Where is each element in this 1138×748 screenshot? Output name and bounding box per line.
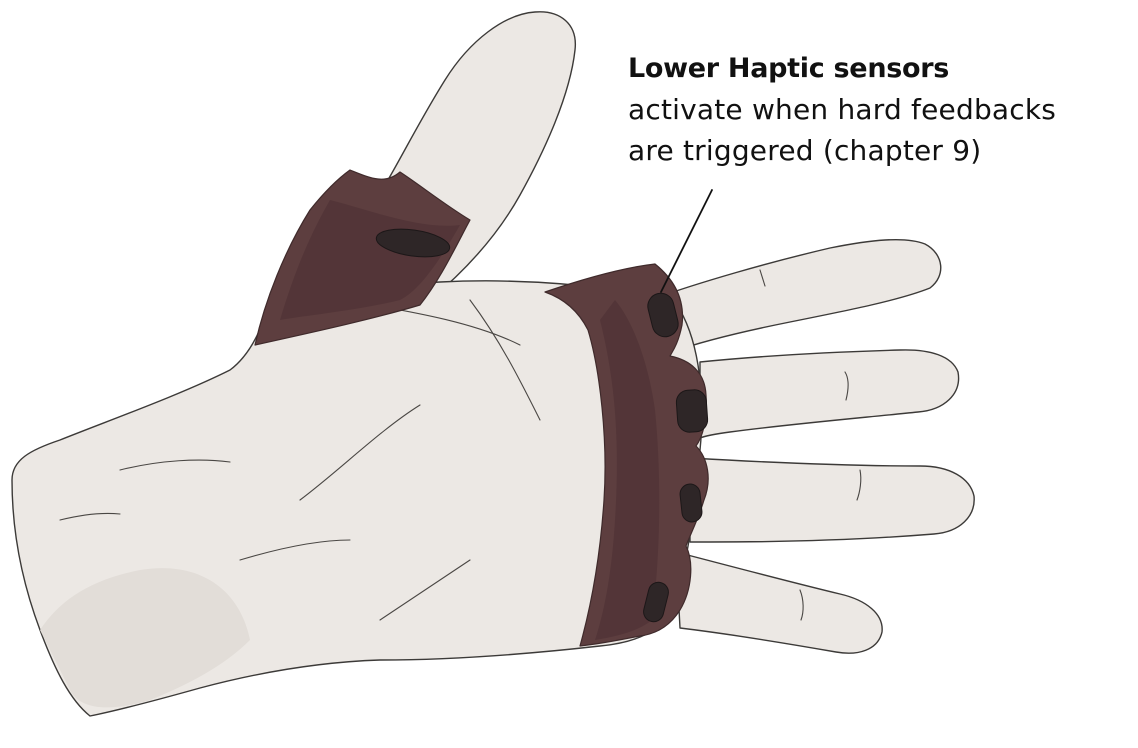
annotation-line-2: are triggered (chapter 9) bbox=[628, 130, 1133, 171]
lower-sensor-2 bbox=[676, 389, 709, 433]
ring-finger bbox=[690, 458, 974, 542]
sensor-annotation: Lower Haptic sensors activate when hard … bbox=[628, 48, 1133, 171]
annotation-leader-line bbox=[661, 190, 712, 292]
annotation-title: Lower Haptic sensors bbox=[628, 48, 1133, 89]
index-finger bbox=[650, 240, 941, 352]
little-finger bbox=[676, 552, 882, 653]
annotation-line-1: activate when hard feedbacks bbox=[628, 89, 1133, 130]
middle-finger bbox=[700, 350, 959, 438]
